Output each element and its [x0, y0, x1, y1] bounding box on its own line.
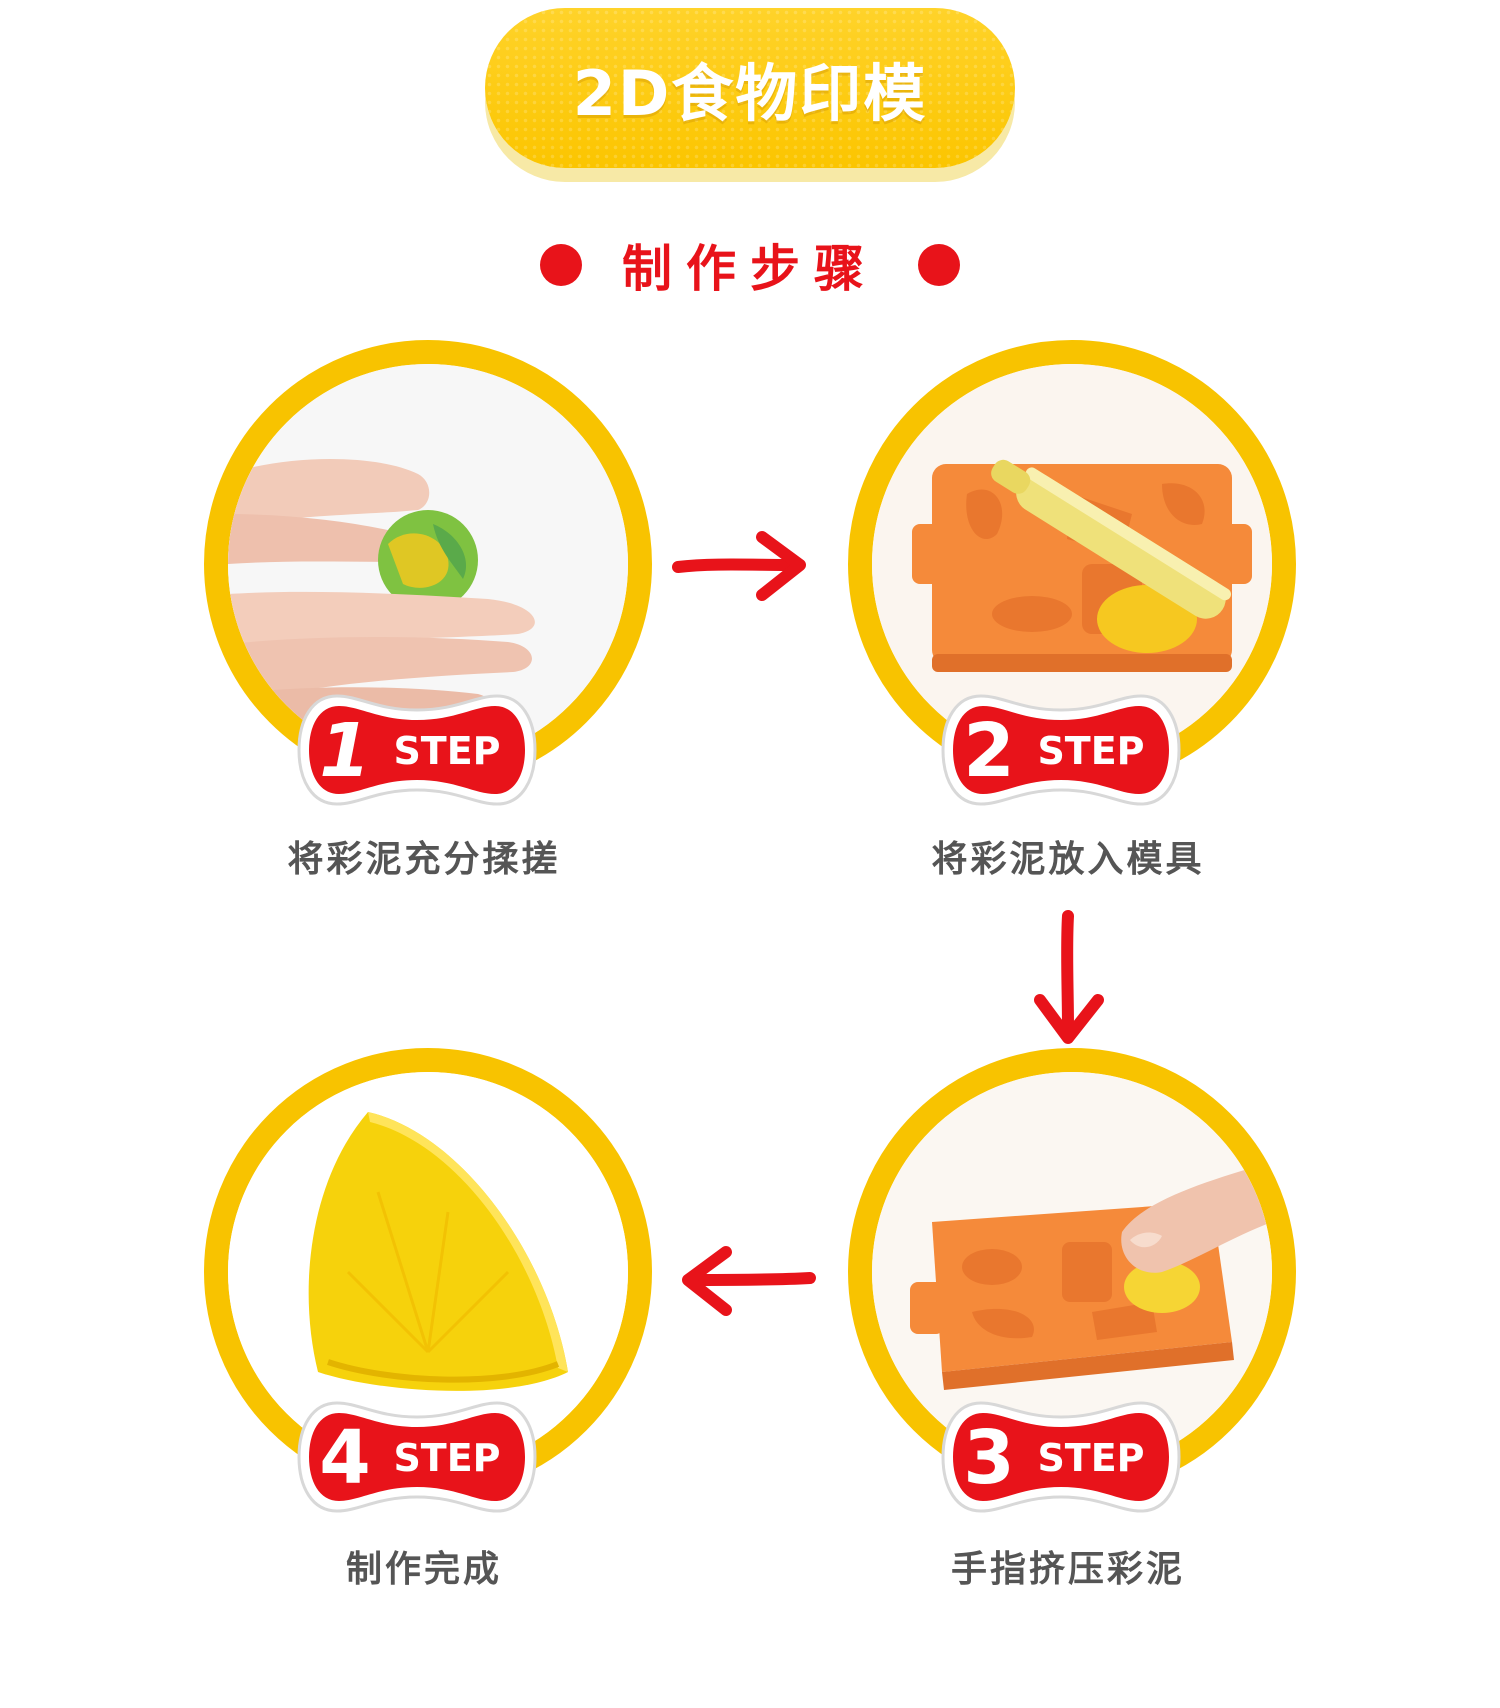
step-3-caption: 手指挤压彩泥: [950, 1549, 1185, 1590]
step-2-number: 2: [963, 708, 1015, 794]
arrow-down-icon: [1028, 910, 1108, 1050]
arrow-left-icon: [676, 1240, 816, 1320]
step-4-image: [204, 1048, 652, 1496]
mold-rolling-pin-illustration: [872, 364, 1272, 764]
kneading-hand-illustration: [228, 364, 628, 764]
step-2-label: STEP: [1037, 729, 1144, 773]
section-heading-label: 制作步骤: [622, 240, 878, 298]
section-heading: 制作步骤: [0, 230, 1500, 300]
arrow-right-icon: [672, 525, 812, 605]
lemon-slice-illustration: [228, 1072, 628, 1472]
step-3-label: STEP: [1037, 1436, 1144, 1480]
step-2-badge: 2 STEP: [941, 690, 1181, 810]
step-4-badge: 4 STEP: [297, 1397, 537, 1517]
step-4-label: STEP: [393, 1436, 500, 1480]
bullet-dot-icon: [918, 244, 960, 286]
step-1-badge: 1 STEP: [297, 690, 537, 810]
step-1-label: STEP: [393, 729, 500, 773]
step-1-number: 1: [319, 708, 371, 794]
step-1-caption: 将彩泥充分揉搓: [287, 839, 561, 880]
step-3-number: 3: [963, 1415, 1015, 1501]
step-2-caption: 将彩泥放入模具: [931, 839, 1205, 880]
finger-pressing-illustration: [872, 1072, 1272, 1472]
step-4-number: 4: [319, 1415, 371, 1501]
title-banner: 2D食物印模: [485, 8, 1015, 168]
page-title: 2D食物印模: [572, 57, 928, 130]
step-4-caption: 制作完成: [345, 1549, 502, 1590]
bullet-dot-icon: [540, 244, 582, 286]
step-3-badge: 3 STEP: [941, 1397, 1181, 1517]
